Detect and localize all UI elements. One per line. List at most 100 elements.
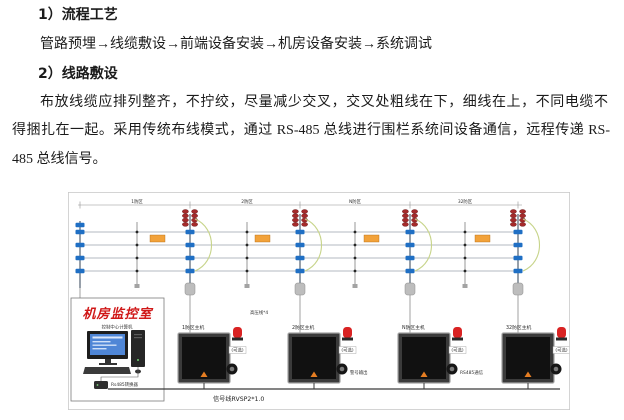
power-light <box>137 359 139 361</box>
optional-tag <box>552 346 570 354</box>
hv-insulator-stack <box>292 217 299 223</box>
hv-insulator-stack <box>402 209 409 214</box>
insulator <box>513 268 523 274</box>
insulator <box>405 268 415 274</box>
hv-insulator-stack <box>402 217 409 223</box>
hv-insulator-stack <box>191 209 198 214</box>
zone-label: N防区 <box>349 198 362 205</box>
computer-label: 控制中心计算机 <box>102 324 133 331</box>
paragraph-line: 485 总线信号。 <box>12 152 107 167</box>
post-footing <box>462 284 468 288</box>
hv-insulator-stack <box>292 213 299 219</box>
zone-host: 1防区主机(可选) <box>177 324 247 389</box>
section-heading-cabling: 2）线路敷设 <box>38 66 118 82</box>
hv-insulator-stack <box>411 213 418 219</box>
computer-tower <box>131 330 145 367</box>
hv-insulator-stack <box>182 217 189 223</box>
monitor <box>87 331 128 365</box>
wire-clip <box>353 256 357 260</box>
hv-insulator-stack <box>411 209 418 214</box>
screen-content-line <box>92 341 111 343</box>
wire-clip <box>135 269 139 273</box>
optional-label: (可选) <box>341 347 353 354</box>
beacon-base <box>556 337 567 341</box>
ground-stake <box>184 282 196 296</box>
warning-sign <box>254 234 271 243</box>
beacon-base <box>342 337 353 341</box>
zone-host-label: N防区主机 <box>402 324 425 331</box>
wire-clip <box>463 243 467 247</box>
horn-cone <box>229 366 235 372</box>
keyboard <box>83 367 131 374</box>
screen-window-bar <box>92 336 123 339</box>
zone-label: 2防区 <box>241 198 253 205</box>
zone-host: 2防区主机 (可选) <box>287 324 357 389</box>
wire-clip <box>135 243 139 247</box>
hv-insulator-stack <box>510 209 517 214</box>
zone-host-label: 2防区主机 <box>292 324 314 331</box>
converter-light <box>96 384 99 386</box>
paragraph-line: 得捆扎在一起。采用传统布线模式，通过 RS-485 总线进行围栏系统间设备通信，… <box>12 123 610 138</box>
cabinet-logo <box>200 371 208 377</box>
optional-tag <box>338 346 357 354</box>
hv-wire-label: 高压线*4 <box>250 309 268 316</box>
wire-clip <box>463 269 467 273</box>
hv-insulator-stack <box>510 222 517 227</box>
tower-case <box>131 330 145 367</box>
bus-cable-label: 信号线RVSP2*1.0 <box>213 395 264 403</box>
warning-sign <box>363 234 380 243</box>
rs485-converter <box>94 381 108 389</box>
post-footing <box>134 284 140 288</box>
cabinet-logo <box>524 371 532 377</box>
rs485-comm-label: RS485通信 <box>460 369 484 376</box>
horn-cone <box>449 366 455 372</box>
insulator <box>405 242 415 248</box>
warning-sign <box>474 234 491 243</box>
jumper-cable <box>194 218 213 272</box>
wire-clip <box>245 243 249 247</box>
optional-label: (可选) <box>231 347 243 354</box>
beacon-base <box>452 337 463 341</box>
insulator <box>405 255 415 261</box>
insulator <box>295 255 305 261</box>
insulator <box>295 229 305 235</box>
ground-stake <box>512 282 524 296</box>
converter-label: Rs485转换器 <box>111 381 139 388</box>
control-room: 机房监控室 控制中心计算机 Rs4 <box>70 297 165 402</box>
cabinet-logo <box>310 371 318 377</box>
wire-clip <box>463 230 467 234</box>
monitor-foot <box>99 363 117 365</box>
insulator <box>185 268 195 274</box>
zone-host: N防区主机(可选) <box>397 324 467 389</box>
optional-tag <box>228 346 247 354</box>
zone-label: 1防区 <box>131 198 143 205</box>
insulator <box>295 242 305 248</box>
hv-insulator-stack <box>301 213 308 219</box>
cabinet-logo <box>420 371 428 377</box>
insulator <box>75 242 85 248</box>
insulator <box>75 229 85 235</box>
hv-insulator-stack <box>519 222 526 227</box>
hv-insulator-stack <box>292 222 299 227</box>
wire-clip <box>353 243 357 247</box>
horn-cone <box>553 366 559 372</box>
insulator <box>513 255 523 261</box>
ground-stake <box>404 282 416 296</box>
hv-insulator-stack <box>182 209 189 214</box>
hv-insulator-stack <box>510 217 517 223</box>
insulator <box>185 229 195 235</box>
hv-insulator-stack <box>191 222 198 227</box>
alarm-beacon <box>343 327 352 338</box>
insulator <box>185 242 195 248</box>
screen-content-line <box>92 344 117 346</box>
zone-host: 32防区主机(可选) <box>501 324 570 389</box>
zone-host-label: 32防区主机 <box>506 324 531 331</box>
ground-stake <box>294 282 306 296</box>
jumper-cable <box>304 218 323 272</box>
hv-insulator-stack <box>301 222 308 227</box>
fence <box>75 209 541 333</box>
jumper-cable <box>522 218 541 272</box>
hv-insulator-stack <box>301 209 308 214</box>
